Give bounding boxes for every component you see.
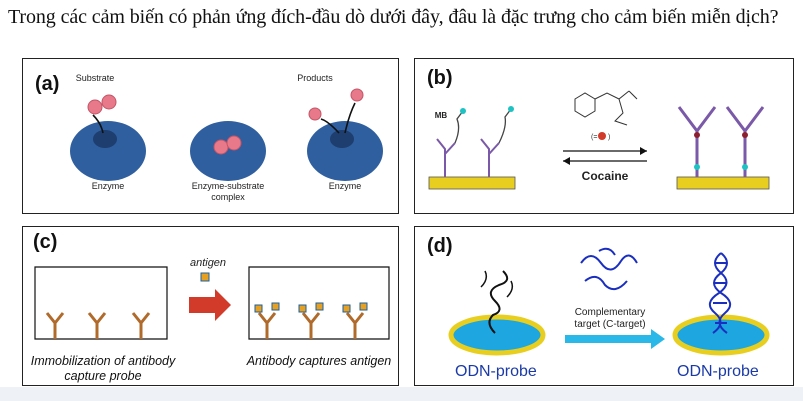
captures-caption: Antibody captures antigen bbox=[246, 354, 392, 368]
cocaine-molecule bbox=[574, 90, 638, 126]
complementary-label-2: target (C-target) bbox=[574, 319, 646, 330]
antibodies-left bbox=[45, 312, 151, 339]
svg-text:): ) bbox=[608, 134, 610, 141]
complementary-target bbox=[580, 247, 638, 291]
panel-a: (a) Substrate Products Enzyme Enzyme-sub… bbox=[22, 58, 399, 214]
panel-b: (b) MB (= ) Cocaine bbox=[414, 58, 794, 214]
substrate-molecule bbox=[87, 99, 103, 115]
panel-c: (c) antigen Immobilization of antibody c… bbox=[22, 226, 399, 386]
svg-text:(=: (= bbox=[591, 134, 597, 141]
panel-d: (d) Complementary target (C-target) ODN-… bbox=[414, 226, 794, 386]
red-arrow bbox=[189, 289, 231, 321]
probe-disc-left bbox=[448, 314, 546, 356]
antibody-diagram bbox=[34, 266, 390, 340]
bottom-bar bbox=[0, 387, 803, 401]
enzyme-diagram bbox=[70, 88, 383, 181]
antigen-label: antigen bbox=[189, 257, 227, 269]
odn-probe-right-label: ODN-probe bbox=[677, 363, 759, 380]
dna-helix bbox=[708, 252, 732, 334]
gold-electrode-left bbox=[428, 176, 516, 190]
enzyme-2 bbox=[190, 121, 266, 181]
enzyme-1 bbox=[70, 121, 146, 181]
immobilization-caption-1: Immobilization of antibody bbox=[30, 354, 176, 368]
right-frame bbox=[248, 266, 390, 340]
products-label: Products bbox=[297, 73, 333, 83]
panel-d-tag: (d) bbox=[427, 235, 453, 257]
enzyme-3 bbox=[307, 121, 383, 181]
question-text: Trong các cảm biến có phản ứng đích-đầu … bbox=[8, 6, 779, 28]
gold-electrode-right bbox=[676, 176, 770, 190]
enzyme-label-2: Enzyme bbox=[328, 181, 362, 191]
immobilization-caption-2: capture probe bbox=[64, 369, 142, 383]
antibodies-right bbox=[257, 312, 365, 339]
aptamer-diagram: (= ) bbox=[428, 90, 770, 190]
product-2 bbox=[350, 88, 364, 102]
panel-c-tag: (c) bbox=[33, 231, 58, 253]
complex-label-2: complex bbox=[211, 192, 245, 202]
panel-b-tag: (b) bbox=[427, 67, 453, 89]
odn-probe-left-label: ODN-probe bbox=[455, 363, 537, 380]
substrate-label: Substrate bbox=[75, 73, 115, 83]
mb-label: MB bbox=[434, 111, 448, 120]
product-1 bbox=[308, 107, 322, 121]
antigen-icon bbox=[200, 272, 210, 282]
panel-a-tag: (a) bbox=[35, 73, 60, 95]
complementary-label-1: Complementary bbox=[574, 307, 646, 318]
complex-label-1: Enzyme-substrate bbox=[191, 181, 265, 191]
cyan-arrow bbox=[565, 329, 665, 349]
cocaine-label: Cocaine bbox=[581, 169, 629, 183]
enzyme-label-1: Enzyme bbox=[91, 181, 125, 191]
dna-diagram bbox=[448, 247, 770, 356]
left-frame bbox=[34, 266, 168, 340]
